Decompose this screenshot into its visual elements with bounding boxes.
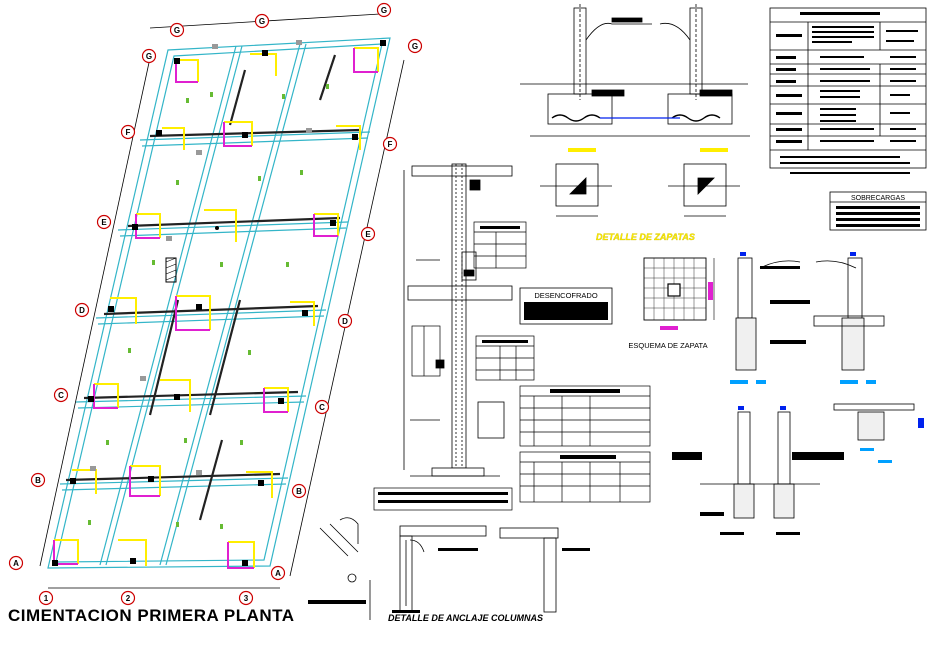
- desencofrado-label: DESENCOFRADO: [534, 291, 598, 300]
- drawing-title: CIMENTACION PRIMERA PLANTA: [8, 606, 295, 625]
- footing-section-detail: [520, 4, 750, 217]
- esquema-zapata: ESQUEMA DE ZAPATA: [628, 257, 715, 350]
- sobrecargas-label: SOBRECARGAS: [851, 195, 905, 202]
- anchorage-details: [308, 517, 590, 620]
- esquema-zapata-label: ESQUEMA DE ZAPATA: [628, 341, 707, 350]
- axis-e-left: E: [101, 218, 107, 227]
- axis-g-top-3: G: [381, 6, 387, 15]
- axis-c-left: C: [58, 391, 64, 400]
- axis-g-right: G: [412, 42, 418, 51]
- axis-b-left: B: [35, 476, 41, 485]
- axis-d-left: D: [79, 306, 85, 315]
- sobrecargas-box: SOBRECARGAS: [829, 191, 927, 231]
- plan-footings: [52, 40, 386, 569]
- column-elevation: [403, 163, 513, 477]
- axis-g-left: G: [146, 52, 152, 61]
- axis-f-left: F: [126, 128, 131, 137]
- axis-g-top-2: G: [259, 17, 265, 26]
- axis-b-right: B: [296, 487, 302, 496]
- axis-1: 1: [44, 594, 49, 603]
- foundation-plan: G G G G G F F E E D D C C B B A A 1 2 3: [8, 2, 423, 606]
- axis-a-left: A: [13, 559, 19, 568]
- materials-tables: [373, 385, 651, 511]
- axis-g-top-1: G: [174, 26, 180, 35]
- axis-bubbles: [8, 2, 423, 606]
- plan-beams: [65, 54, 361, 521]
- plan-walls: [47, 37, 391, 569]
- axis-c-right: C: [319, 403, 325, 412]
- axis-f-right: F: [388, 140, 393, 149]
- axis-3: 3: [244, 594, 249, 603]
- detalle-anclaje-label: DETALLE DE ANCLAJE COLUMNAS: [388, 613, 543, 623]
- wall-sections: [672, 252, 924, 535]
- axis-d-right: D: [342, 317, 348, 326]
- axis-a-right: A: [275, 569, 281, 578]
- detalle-zapatas-label: DETALLE DE ZAPATAS: [596, 232, 695, 242]
- desencofrado-box: DESENCOFRADO: [519, 287, 613, 325]
- specifications-table: [769, 7, 927, 174]
- axis-e-right: E: [365, 230, 371, 239]
- axis-labels: G G G G G F F E E D D C C B B A A 1 2 3: [13, 6, 418, 603]
- axis-2: 2: [126, 594, 131, 603]
- rebar-tables: [411, 221, 535, 381]
